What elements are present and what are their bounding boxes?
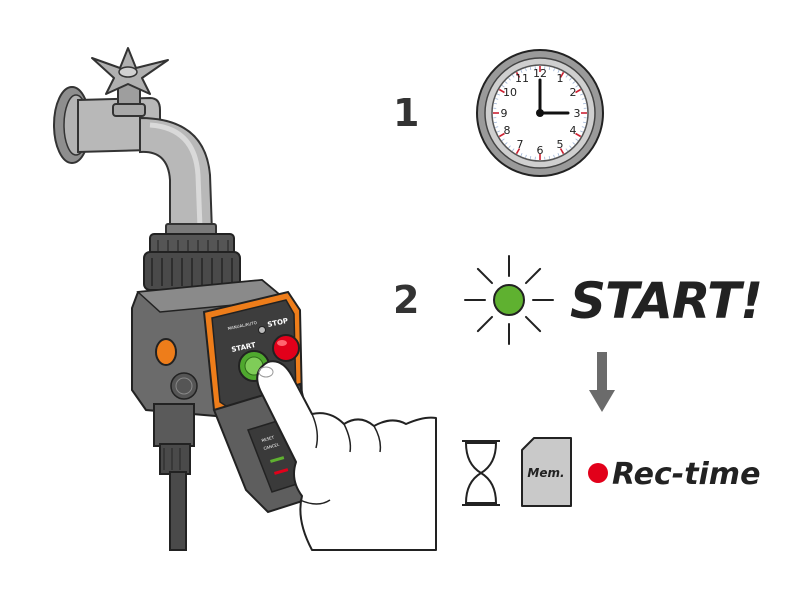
clock-tick (493, 121, 498, 124)
clock-tick (504, 81, 508, 84)
indicator-ray (524, 267, 542, 285)
clock-tick (569, 145, 572, 149)
clock-ticks (493, 66, 587, 160)
clock-tick (559, 148, 565, 155)
clock-tick (501, 138, 505, 141)
clock-tick (515, 71, 521, 78)
step-1-number: 1 (393, 91, 419, 135)
clock-tick (565, 74, 568, 78)
clock-numeral-11: 11 (515, 72, 529, 85)
clock-numeral-9: 9 (501, 107, 508, 120)
clock-tick (553, 154, 555, 158)
stop-button[interactable] (272, 334, 300, 362)
clock-tick (508, 145, 511, 149)
clock-numeral-6: 6 (537, 144, 544, 157)
rec-time-label: Rec-time (612, 457, 760, 492)
clock-tick (569, 77, 572, 81)
clock-tick (581, 98, 585, 100)
hourglass-icon (462, 440, 500, 506)
clock-tick (559, 71, 565, 78)
clock-tick (525, 154, 527, 158)
clock-tick (557, 69, 560, 73)
clock-tick (557, 153, 560, 157)
clock-numeral-10: 10 (503, 86, 517, 99)
indicator-ray (476, 315, 494, 333)
clock-tick (498, 88, 505, 94)
start-instruction: START! (570, 272, 762, 330)
clock-tick (512, 148, 515, 152)
clock-icon: 12 1 2 3 4 5 6 7 8 9 10 11 (476, 49, 604, 177)
clock-numeral-5: 5 (557, 138, 564, 151)
clock-tick (575, 85, 579, 88)
step-2-number: 2 (393, 278, 419, 322)
clock-tick (495, 126, 499, 128)
clock-tick (565, 148, 568, 152)
clock-tick (581, 126, 585, 128)
panel-mode-label: MANUAL/AUTO (227, 320, 257, 331)
clock-tick (493, 102, 498, 105)
clock-tick (580, 130, 584, 133)
indicator-ray (524, 315, 542, 333)
down-arrow-icon (589, 352, 615, 412)
clock-tick (572, 142, 576, 145)
clock-tick (496, 93, 500, 96)
clock-tick (553, 68, 555, 72)
clock-tick (575, 132, 582, 138)
clock-tick (529, 66, 532, 71)
indicator-ray (476, 267, 494, 285)
clock-tick (575, 88, 582, 94)
clock-tick (520, 69, 523, 73)
clock-tick (504, 142, 508, 145)
clock-tick (548, 66, 551, 71)
clock-tick (575, 138, 579, 141)
module-label-reset: RESET (261, 434, 275, 442)
clock-numeral-4: 4 (570, 124, 577, 137)
clock-tick (498, 132, 505, 138)
clock-numeral-8: 8 (504, 124, 511, 137)
clock-tick (548, 155, 551, 160)
memory-card-label: Mem. (527, 466, 564, 480)
clock-tick (508, 77, 511, 81)
green-light-indicator-icon (464, 255, 554, 345)
clock-numeral-3: 3 (574, 107, 581, 120)
clock-tick (520, 153, 523, 157)
clock-tick (501, 85, 505, 88)
clock-numeral-1: 1 (557, 72, 564, 85)
clock-numeral-7: 7 (517, 138, 524, 151)
record-dot-icon (588, 463, 608, 483)
module-label-cancel: CANCEL (263, 442, 281, 451)
clock-tick (496, 130, 500, 133)
clock-numerals: 12 1 2 3 4 5 6 7 8 9 10 11 (501, 67, 581, 157)
clock-tick (525, 68, 527, 72)
clock-numeral-2: 2 (570, 86, 577, 99)
clock-tick (495, 98, 499, 100)
water-faucet (53, 47, 217, 241)
clock-tick (582, 121, 587, 124)
clock-tick (580, 93, 584, 96)
pressing-hand (256, 360, 437, 551)
panel-led-indicator (258, 326, 266, 334)
clock-tick (582, 102, 587, 105)
clock-tick (512, 74, 515, 78)
clock-tick (572, 81, 576, 84)
clock-tick (529, 155, 532, 160)
clock-tick (515, 148, 521, 155)
garden-hose (169, 471, 187, 551)
clock-numeral-12: 12 (533, 67, 547, 80)
memory-card-icon: Mem. (521, 437, 572, 507)
